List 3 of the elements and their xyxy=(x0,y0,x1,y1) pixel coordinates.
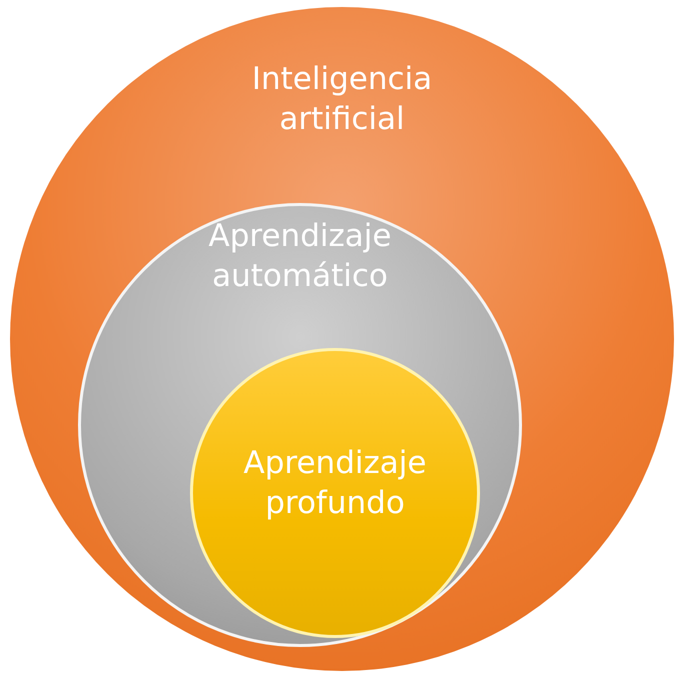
set-label: Aprendizaje automático xyxy=(208,217,392,296)
set-label: Inteligencia artificial xyxy=(250,60,434,139)
set-label: Aprendizaje profundo xyxy=(242,444,428,523)
